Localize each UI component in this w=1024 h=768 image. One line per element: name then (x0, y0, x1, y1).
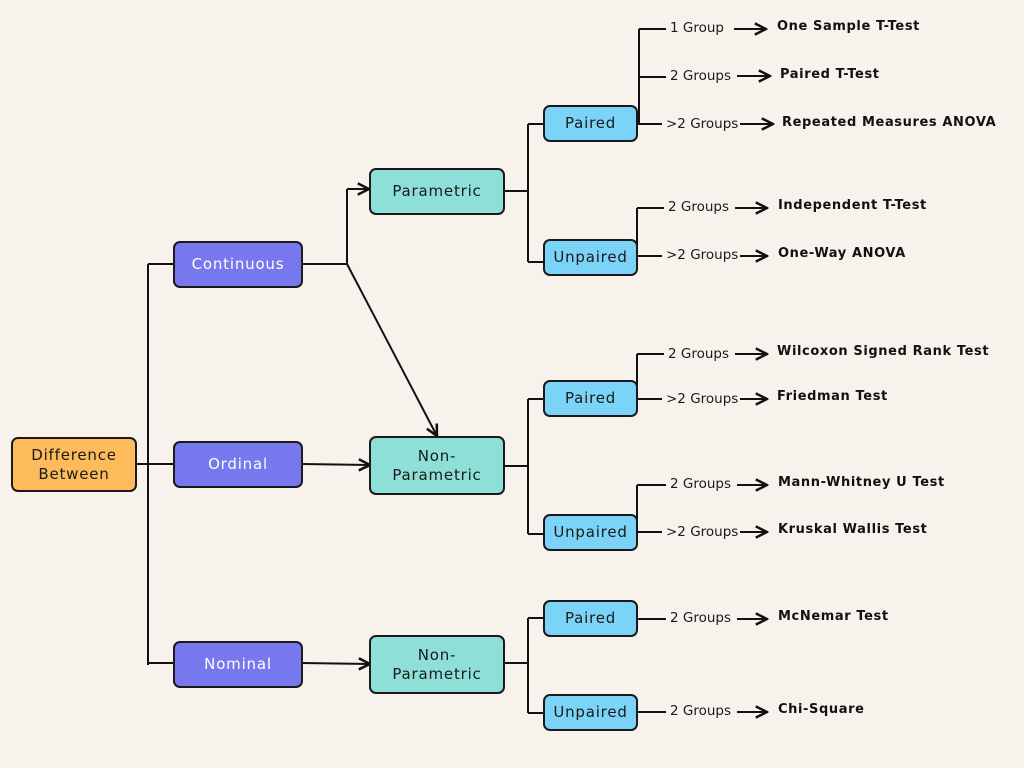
root-node-difference-between: Difference Between (11, 437, 137, 492)
group-label: >2 Groups (666, 524, 739, 540)
group-label: 2 Groups (670, 476, 732, 492)
group-label: >2 Groups (666, 116, 739, 132)
group-label: >2 Groups (666, 391, 739, 407)
node-non-parametric-nominal: Non- Parametric (369, 635, 505, 694)
node-parametric: Parametric (369, 168, 505, 215)
group-label: >2 Groups (666, 247, 739, 263)
group-label: 1 Group (670, 20, 724, 36)
group-label: 2 Groups (670, 68, 732, 84)
test-chi-square: Chi-Square (778, 702, 865, 717)
test-independent-t-test: Independent T-Test (778, 198, 927, 213)
node-np-unpaired: Unpaired (543, 514, 638, 551)
node-non-parametric-ordinal: Non- Parametric (369, 436, 505, 495)
node-parametric-unpaired: Unpaired (543, 239, 638, 276)
node-parametric-paired: Paired (543, 105, 638, 142)
test-mann-whitney-u: Mann-Whitney U Test (778, 475, 945, 490)
node-continuous: Continuous (173, 241, 303, 288)
node-nominal: Nominal (173, 641, 303, 688)
test-kruskal-wallis: Kruskal Wallis Test (778, 522, 928, 537)
node-nominal-unpaired: Unpaired (543, 694, 638, 731)
node-nominal-paired: Paired (543, 600, 638, 637)
group-label: 2 Groups (668, 346, 730, 362)
test-friedman: Friedman Test (777, 389, 888, 404)
node-np-paired: Paired (543, 380, 638, 417)
test-repeated-measures-anova: Repeated Measures ANOVA (782, 115, 997, 130)
group-label: 2 Groups (668, 199, 730, 215)
group-label: 2 Groups (670, 703, 732, 719)
test-wilcoxon-signed-rank: Wilcoxon Signed Rank Test (777, 344, 990, 359)
test-one-sample-t-test: One Sample T-Test (777, 19, 920, 34)
group-label: 2 Groups (670, 610, 732, 626)
test-mcnemar: McNemar Test (778, 609, 889, 624)
test-one-way-anova: One-Way ANOVA (778, 246, 906, 261)
node-ordinal: Ordinal (173, 441, 303, 488)
test-paired-t-test: Paired T-Test (780, 67, 880, 82)
